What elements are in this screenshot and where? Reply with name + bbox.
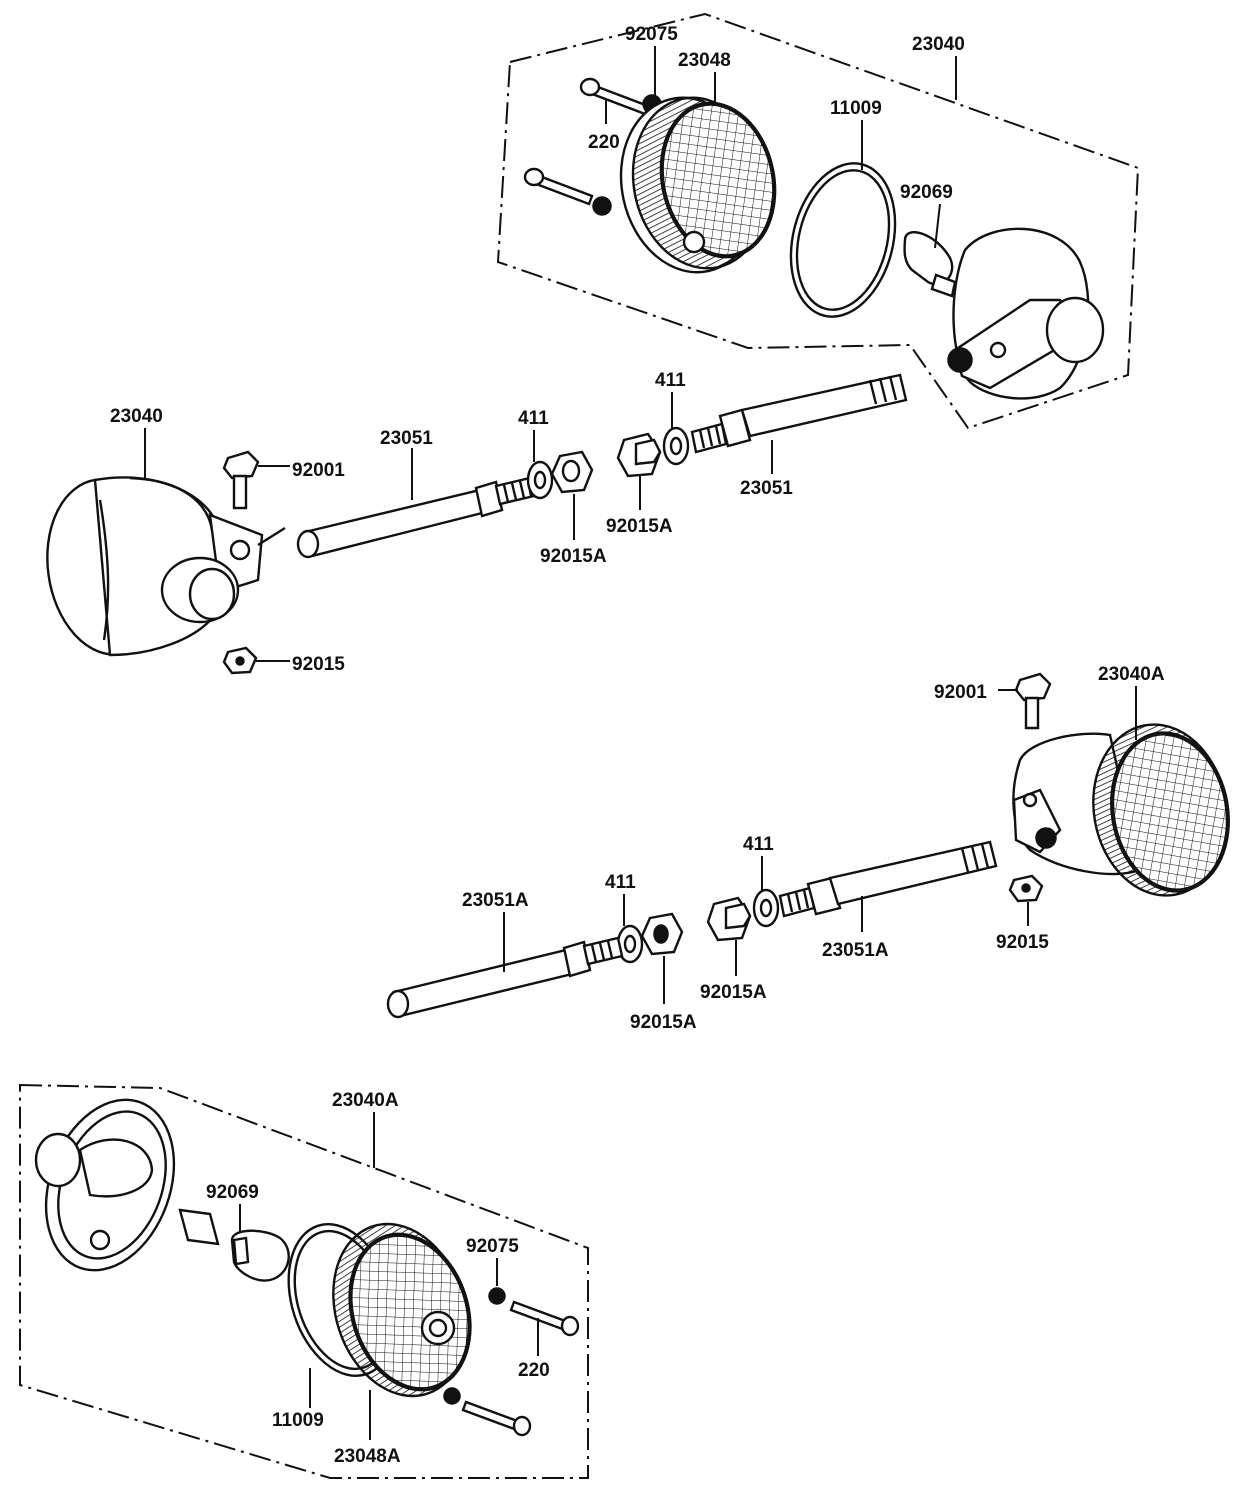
label-fl-92001: 92001 xyxy=(292,460,345,481)
label-bl-23048A: 23048A xyxy=(334,1446,401,1467)
label-tr-220: 220 xyxy=(588,132,620,153)
label-bl-220: 220 xyxy=(518,1360,550,1381)
label-fl-92015: 92015 xyxy=(292,654,345,675)
label-bl-11009: 11009 xyxy=(272,1410,324,1431)
leader-tr-92069 xyxy=(934,203,941,249)
shaft-23051-right xyxy=(690,373,908,454)
shaft-23051A-right xyxy=(778,840,998,918)
housing-23040A-right xyxy=(1012,723,1230,897)
label-fl-411a: 411 xyxy=(518,408,549,429)
washer-411-left-a xyxy=(526,460,554,500)
shaft-23051A-left xyxy=(386,936,624,1019)
assembly-boundary-bottom xyxy=(19,1083,589,1479)
label-fr-92001: 92001 xyxy=(934,682,987,703)
label-tr-23048: 23048 xyxy=(678,50,731,71)
nut-92015A-left-b xyxy=(616,432,662,478)
lens-23048A xyxy=(332,1222,472,1398)
housing-23040-top xyxy=(947,227,1105,400)
front-left-assembly: 23040 92001 23051 411 92015A 411 92015A … xyxy=(46,370,908,675)
label-fl-23051b: 23051 xyxy=(740,478,793,499)
washer-411-left-b xyxy=(662,426,690,466)
lens-23048 xyxy=(619,96,777,274)
screw-220-lower xyxy=(523,167,612,216)
gasket-11009 xyxy=(789,162,897,318)
label-fl-23051: 23051 xyxy=(380,428,433,449)
washer-411-right-b xyxy=(752,888,780,928)
housing-23040-left xyxy=(46,476,286,657)
label-fl-92015A-a: 92015A xyxy=(540,546,607,567)
bolt-92001-right xyxy=(1014,672,1052,730)
nut-92015A-left-a xyxy=(550,450,594,494)
label-fr-23040A: 23040A xyxy=(1098,664,1165,685)
nut-92015-left xyxy=(222,646,258,675)
label-bl-92075: 92075 xyxy=(466,1236,519,1257)
bolt-92001-left xyxy=(222,450,260,510)
screw-220-bottom-upper xyxy=(488,1287,580,1337)
nut-92015A-right-a xyxy=(640,912,684,956)
label-tr-11009: 11009 xyxy=(830,98,882,119)
label-fl-23040: 23040 xyxy=(110,406,163,427)
nut-92015A-right-b xyxy=(706,896,752,942)
bottom-left-assembly: 23040A 92069 92075 220 11009 23048A xyxy=(19,1083,589,1479)
label-fr-92015A-a: 92015A xyxy=(630,1012,697,1033)
bulb-92069 xyxy=(903,231,957,298)
label-tr-92069: 92069 xyxy=(900,182,953,203)
bulb-92069-bottom xyxy=(178,1208,290,1282)
label-fr-23051A-a: 23051A xyxy=(462,890,529,911)
label-fr-92015A-b: 92015A xyxy=(700,982,767,1003)
label-fr-23051A-b: 23051A xyxy=(822,940,889,961)
nut-92015-right xyxy=(1008,874,1044,903)
screw-220-bottom-lower xyxy=(443,1387,532,1437)
label-fl-411b: 411 xyxy=(655,370,686,391)
label-tr-23040: 23040 xyxy=(912,34,965,55)
top-right-assembly: 23040 92075 23048 220 11009 92069 xyxy=(496,12,1140,430)
label-fr-411b: 411 xyxy=(743,834,774,855)
label-fr-92015: 92015 xyxy=(996,932,1049,953)
label-tr-92075: 92075 xyxy=(625,24,678,45)
front-right-assembly: 92001 23040A 411 411 23051A 23051A 92015… xyxy=(386,664,1230,1033)
shaft-23051-left xyxy=(296,476,536,559)
label-fr-411a: 411 xyxy=(605,872,636,893)
assembly-boundary xyxy=(496,12,1140,430)
housing-23040A-exploded xyxy=(34,1098,176,1272)
label-bl-23040A: 23040A xyxy=(332,1090,399,1111)
label-fl-92015A-b: 92015A xyxy=(606,516,673,537)
label-bl-92069: 92069 xyxy=(206,1182,259,1203)
